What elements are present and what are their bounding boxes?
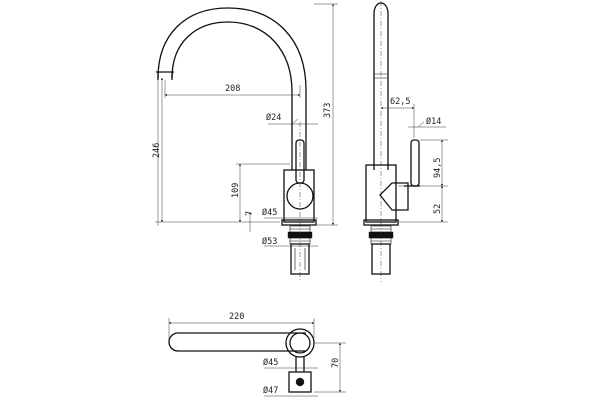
dim-body-height: 109 xyxy=(231,163,290,223)
dim-label-base-height: 52 xyxy=(433,204,443,214)
top-spout-arm xyxy=(168,332,306,352)
dim-label-spout-length: 220 xyxy=(229,312,244,322)
dim-label-height-to-spout: 246 xyxy=(152,143,162,158)
dim-label-lever-diameter: Ø14 xyxy=(426,116,441,127)
dim-top-inner-diameter: Ø45 xyxy=(263,357,318,369)
dim-label-gap: 7 xyxy=(245,211,255,216)
top-view: 220 Ø45 Ø47 70 xyxy=(168,312,346,397)
dim-label-offset: 62,5 xyxy=(390,97,410,107)
dim-label-total-height: 373 xyxy=(323,103,333,118)
top-lever-block xyxy=(288,371,312,393)
dim-offset: 62,5 xyxy=(380,97,415,138)
dim-lever-height: 94,5 xyxy=(420,139,448,187)
front-view: 208 Ø24 373 246 109 7 xyxy=(152,3,338,282)
dim-spout-reach: 208 xyxy=(164,80,301,98)
spout-outer xyxy=(157,7,307,170)
dim-handle-diameter: Ø24 xyxy=(266,112,318,125)
dim-label-lever-height: 94,5 xyxy=(433,158,443,178)
base-ring xyxy=(281,219,317,226)
dim-gap: 7 xyxy=(245,211,255,232)
dim-label-body-height: 109 xyxy=(231,183,241,198)
top-body-inner xyxy=(289,332,311,354)
top-lever-knob xyxy=(295,377,305,387)
dim-spout-length: 220 xyxy=(168,312,315,340)
spout-inner xyxy=(171,21,293,170)
side-lever-arm xyxy=(379,182,409,211)
side-view: 62,5 Ø14 94,5 52 xyxy=(363,1,448,282)
dim-top-outer-diameter: Ø47 xyxy=(263,385,318,397)
dim-lever-diameter: Ø14 xyxy=(408,116,446,128)
dim-label-base-diameter: Ø45 xyxy=(262,207,277,218)
faucet-body xyxy=(283,169,315,223)
dim-depth: 70 xyxy=(314,342,346,393)
dim-base-diameter: Ø45 xyxy=(262,207,318,219)
dim-label-handle-diameter: Ø24 xyxy=(266,112,281,123)
dim-label-spout-reach: 208 xyxy=(225,84,240,94)
dim-label-shank-diameter: Ø53 xyxy=(262,236,277,247)
dim-base-height: 52 xyxy=(398,185,448,223)
side-lever xyxy=(410,139,420,187)
dim-height-to-spout: 246 xyxy=(152,77,280,226)
dim-total-height: 373 xyxy=(314,3,338,226)
dim-label-top-outer-diameter: Ø47 xyxy=(263,385,278,396)
dim-shank-diameter: Ø53 xyxy=(262,236,318,247)
dim-label-depth: 70 xyxy=(331,358,341,368)
dim-label-top-inner-diameter: Ø45 xyxy=(263,357,278,368)
